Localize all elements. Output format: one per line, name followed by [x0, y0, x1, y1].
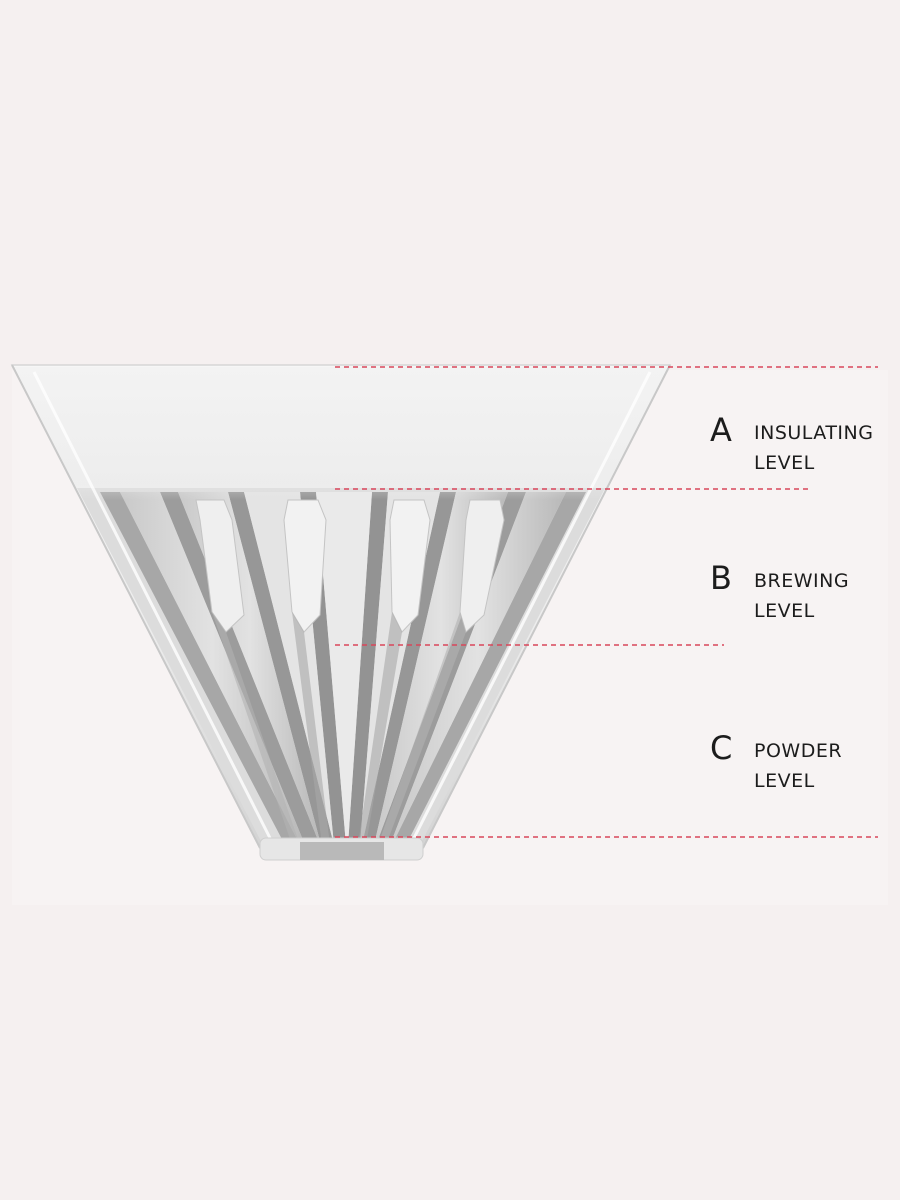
rib-channel — [348, 492, 388, 845]
rib — [390, 492, 566, 845]
level-name-c-line1: POWDER — [754, 740, 843, 762]
level-name-a: INSULATING LEVEL — [754, 418, 873, 478]
level-name-a-line2: LEVEL — [754, 452, 815, 474]
level-letter-a: A — [710, 411, 732, 449]
rib-channel — [100, 492, 300, 845]
rib-channel — [160, 492, 320, 845]
level-letter-b: B — [710, 559, 732, 597]
level-name-b: BREWING LEVEL — [754, 566, 849, 626]
rib-channel — [228, 492, 334, 845]
rib-notch — [389, 499, 431, 633]
insulating-band — [14, 367, 668, 500]
rib-notch — [459, 499, 505, 633]
level-name-b-line2: LEVEL — [754, 600, 815, 622]
level-name-b-line1: BREWING — [754, 570, 850, 592]
rib-channel — [392, 492, 586, 845]
rib-notch — [195, 499, 245, 633]
level-name-c: POWDER LEVEL — [754, 736, 842, 796]
rib-notch — [283, 499, 327, 633]
level-name-c-line2: LEVEL — [754, 770, 815, 792]
rib-channel — [362, 492, 456, 845]
level-letter-c: C — [710, 729, 733, 767]
dripper-ribs — [14, 488, 668, 845]
rib — [316, 492, 372, 845]
rib — [120, 492, 305, 845]
level-name-a-line1: INSULATING — [754, 422, 874, 444]
